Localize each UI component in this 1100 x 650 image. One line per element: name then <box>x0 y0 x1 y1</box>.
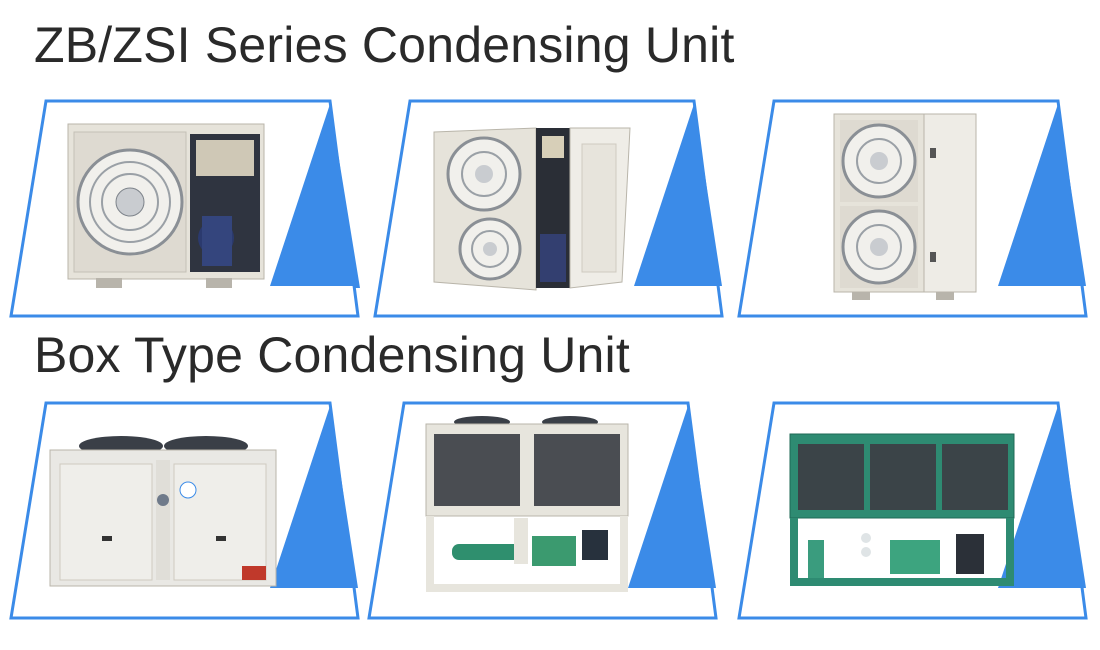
product-photo-box-grille-green <box>789 433 1015 586</box>
product-card-box-grille-green[interactable] <box>736 400 1096 620</box>
blue-triangle <box>270 406 358 588</box>
blue-triangle <box>634 104 722 286</box>
section-title-zb-zsi: ZB/ZSI Series Condensing Unit <box>34 17 735 73</box>
product-card-zb-double-fan-closed[interactable] <box>736 98 1096 318</box>
product-photo-box-top-discharge <box>49 436 277 587</box>
section-title-box-type: Box Type Condensing Unit <box>34 327 630 383</box>
product-card-box-grille-beige[interactable] <box>366 400 726 620</box>
product-card-zb-single-fan[interactable] <box>8 98 368 318</box>
blue-triangle <box>998 104 1086 286</box>
product-photo-box-grille-beige <box>425 416 629 592</box>
product-photo-zb-single-fan <box>67 123 265 288</box>
blue-triangle-front <box>270 104 358 286</box>
product-photo-zb-double-fan-closed <box>833 113 977 300</box>
product-card-zb-double-fan-open[interactable] <box>372 98 732 318</box>
blue-triangle <box>998 406 1086 588</box>
product-photo-zb-double-fan-open <box>433 127 631 291</box>
product-card-box-top-discharge[interactable] <box>8 400 368 620</box>
blue-triangle <box>628 406 716 588</box>
